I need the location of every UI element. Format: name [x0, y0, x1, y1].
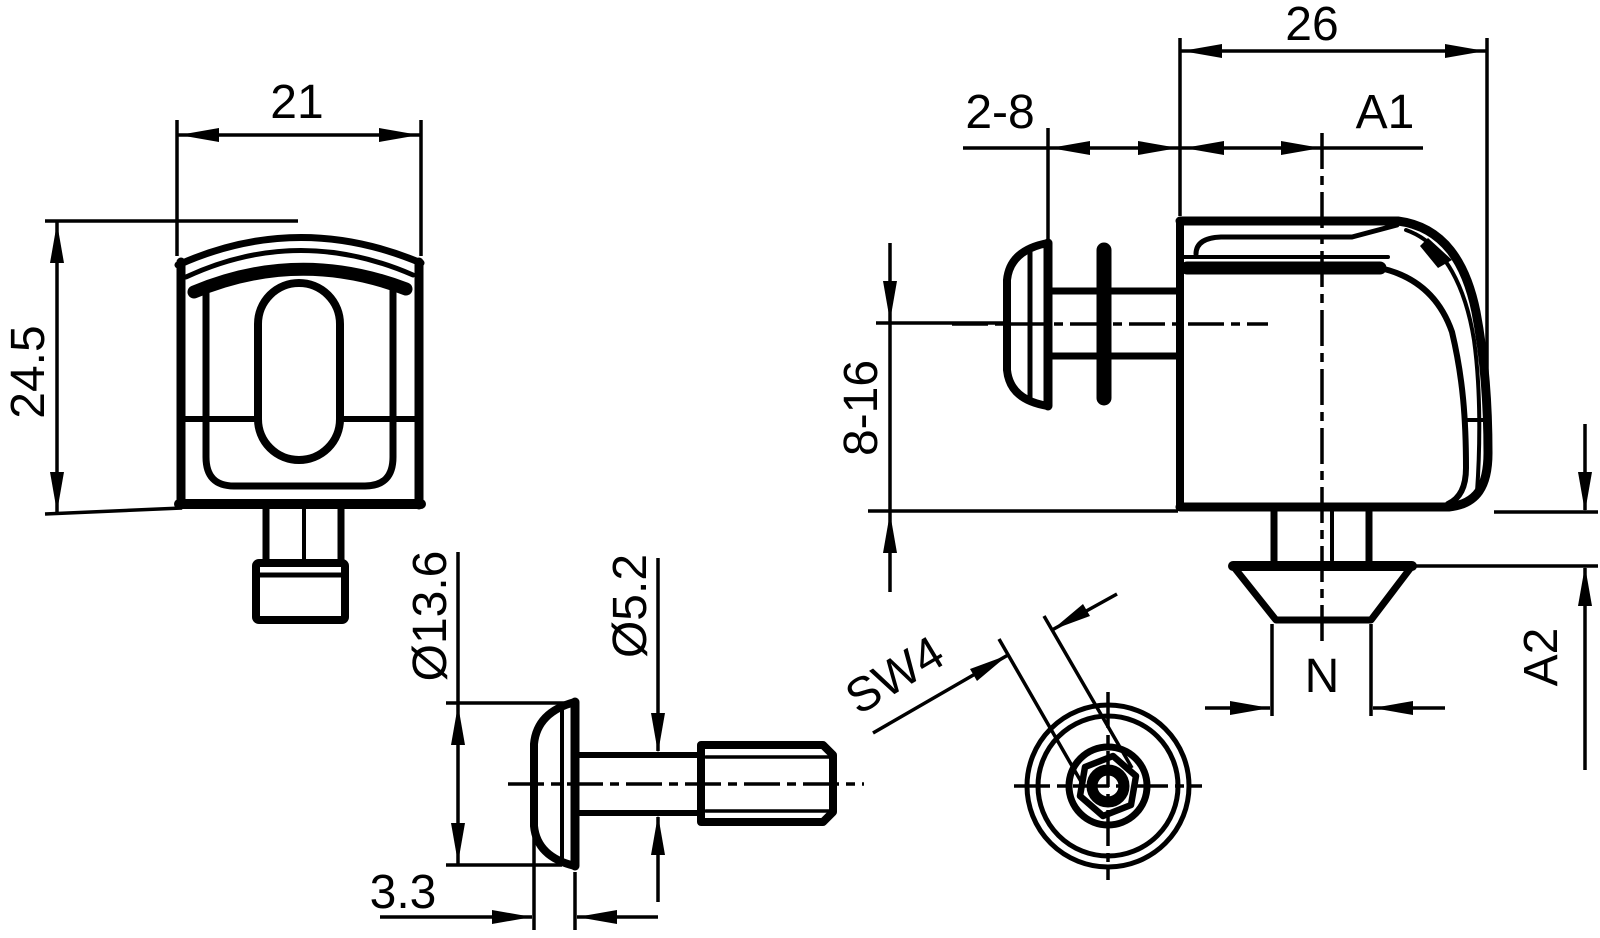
- arrowhead: [1052, 604, 1090, 630]
- screw-side-view: Ø13.6 Ø5.2 3.3: [370, 551, 864, 930]
- screw-end-view: SW4: [837, 592, 1202, 880]
- arrowhead: [1281, 141, 1321, 155]
- dim-label-a1: A1: [1356, 86, 1415, 139]
- arrowhead: [1578, 566, 1592, 606]
- dim-label-depth: 26: [1285, 0, 1338, 51]
- thread-section: [697, 741, 837, 826]
- arrowhead: [1578, 472, 1592, 512]
- extension-line: [44, 506, 183, 516]
- arrowhead: [451, 705, 465, 745]
- inner-arch: [183, 248, 416, 280]
- t-nut-shank: [1270, 505, 1373, 568]
- dimension-head-diameter: Ø13.6: [404, 551, 566, 867]
- dim-label-head-height: 3.3: [370, 866, 437, 919]
- dim-label-head-diameter: Ø13.6: [404, 551, 457, 682]
- thread-minor-lines: [704, 755, 832, 813]
- arrowhead: [651, 815, 665, 855]
- outer-arch: [174, 234, 425, 269]
- dim-label-thread-diameter: Ø5.2: [604, 554, 657, 658]
- dimension-thread-diameter: Ø5.2: [604, 554, 665, 902]
- arrowhead: [1050, 141, 1090, 155]
- dim-label-grip-range: 2-8: [965, 86, 1034, 139]
- arrowhead: [492, 910, 532, 924]
- oval-slot: [254, 279, 344, 464]
- dim-label-height: 24.5: [2, 325, 55, 418]
- arrowhead: [1373, 701, 1413, 715]
- screw-shank: [1048, 287, 1182, 360]
- arrowhead: [970, 655, 1008, 681]
- screw-head: [252, 559, 349, 624]
- inner-wall-curve: [1377, 265, 1469, 507]
- arrowhead: [1230, 701, 1270, 715]
- shank: [576, 752, 705, 816]
- top-recess-line: [1193, 222, 1400, 257]
- dim-label-hex-socket: SW4: [837, 626, 953, 725]
- extension-lines: [997, 615, 1134, 786]
- arrowhead: [50, 472, 64, 512]
- clamp-lip-arch: [187, 262, 413, 299]
- clamping-screw-side: [952, 238, 1268, 411]
- front-screw: [252, 504, 349, 624]
- dimension-height: 24.5: [2, 219, 298, 516]
- screw-shank: [262, 504, 345, 566]
- hex-socket: [1076, 752, 1140, 820]
- arrowhead: [379, 128, 419, 142]
- arrowhead: [1138, 141, 1178, 155]
- dimension-height-range: 8-16: [835, 243, 1178, 592]
- dimension-depth: 26: [1178, 0, 1489, 478]
- head-dome: [530, 698, 579, 870]
- dimension-slot-width: N: [1205, 624, 1445, 716]
- arrowhead: [883, 513, 897, 553]
- front-view: 21 24.5: [2, 76, 426, 624]
- arrowhead: [50, 223, 64, 263]
- arrowhead: [451, 823, 465, 863]
- t-nut: [1228, 505, 1417, 624]
- arrowhead: [883, 281, 897, 321]
- arrowhead: [651, 713, 665, 753]
- dim-label-slot-width: N: [1305, 650, 1340, 703]
- arrowhead: [1445, 44, 1485, 58]
- recess-outline: [202, 284, 397, 490]
- dimension-width: 21: [175, 76, 423, 256]
- arrowhead: [577, 910, 617, 924]
- dimension-head-height: 3.3: [370, 832, 658, 930]
- clamp-front-outline: [174, 234, 426, 510]
- clamp-body-side: [1175, 216, 1493, 512]
- crosshair-center-lines: [1014, 692, 1202, 880]
- arrowhead: [179, 128, 219, 142]
- arrowhead: [1182, 44, 1222, 58]
- dim-label-height-range: 8-16: [835, 360, 888, 456]
- side-view: 26 2-8 A1: [835, 0, 1598, 770]
- arrowhead: [1184, 141, 1224, 155]
- corner-shadow: [1420, 238, 1452, 268]
- dimension-a2: A2: [1416, 424, 1598, 770]
- dim-label-a2: A2: [1515, 628, 1568, 687]
- dim-label-width: 21: [270, 76, 323, 129]
